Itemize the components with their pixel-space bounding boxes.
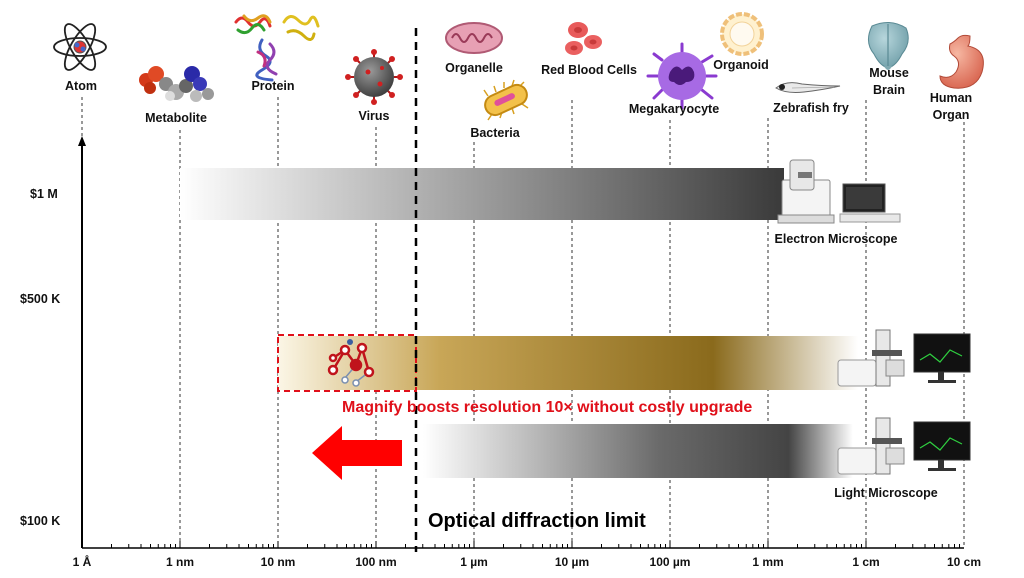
organoid-icon [720,12,764,56]
megakaryocyte-icon [646,42,718,110]
label-protein: Protein [251,79,295,93]
x-axis-ticks [81,541,961,548]
electron-microscope-icon [777,159,901,224]
y-axis-arrow-icon [78,136,86,146]
protein-icon [234,14,320,82]
light-microscope-label: Light Microscope [834,486,938,500]
label-human-organ: Human Organ [929,91,973,122]
y-label-500k: $500 K [20,292,61,306]
left-arrow-icon [312,426,402,480]
label-organelle: Organelle [445,61,503,75]
x-label-100um: 100 µm [649,555,691,569]
light-microscope-icon-upper [837,329,971,387]
label-red-blood-cells: Red Blood Cells [541,63,637,77]
axes [78,136,964,549]
x-label-100nm: 100 nm [355,555,397,569]
light-microscope-icon-lower [837,417,971,475]
x-label-1um: 1 µm [460,555,488,569]
label-virus: Virus [358,109,390,123]
label-mouse-brain: Mouse Brain [869,66,909,97]
red-blood-cells-icon [565,22,602,55]
x-label-1cm: 1 cm [852,555,880,569]
human-organ-icon [939,34,984,89]
zebrafish-icon [775,82,841,93]
metabolite-icon [139,66,214,102]
magnify-annotation: Magnify boosts resolution 10× without co… [342,399,753,416]
guide-lines [81,97,965,548]
virus-icon [345,49,403,105]
label-organoid: Organoid [713,58,769,72]
diffraction-limit-label: Optical diffraction limit [428,510,646,532]
mouse-brain-icon [868,22,909,70]
y-label-100k: $100 K [20,514,61,528]
x-label-10nm: 10 nm [260,555,296,569]
label-metabolite: Metabolite [145,111,207,125]
x-label-10cm: 10 cm [946,555,982,569]
magnify-logo-icon [327,339,375,387]
organelle-icon [445,22,503,54]
x-label-1mm: 1 mm [752,555,784,569]
x-label-1nm: 1 nm [165,555,195,569]
atom-icon [53,23,107,71]
bacteria-icon [483,79,529,121]
electron-microscope-bar [180,168,784,220]
light-microscope-bar [423,424,853,478]
label-bacteria: Bacteria [470,126,520,140]
y-label-1m: $1 M [30,187,58,201]
x-label-1a: 1 Å [72,555,92,569]
label-atom: Atom [65,79,97,93]
magnify-bar [278,336,858,390]
magnify-highlight-box [277,334,417,392]
electron-microscope-label: Electron Microscope [774,232,898,246]
label-megakaryocyte: Megakaryocyte [628,102,720,116]
x-label-10um: 10 µm [554,555,590,569]
label-zebrafish: Zebrafish fry [773,101,849,115]
